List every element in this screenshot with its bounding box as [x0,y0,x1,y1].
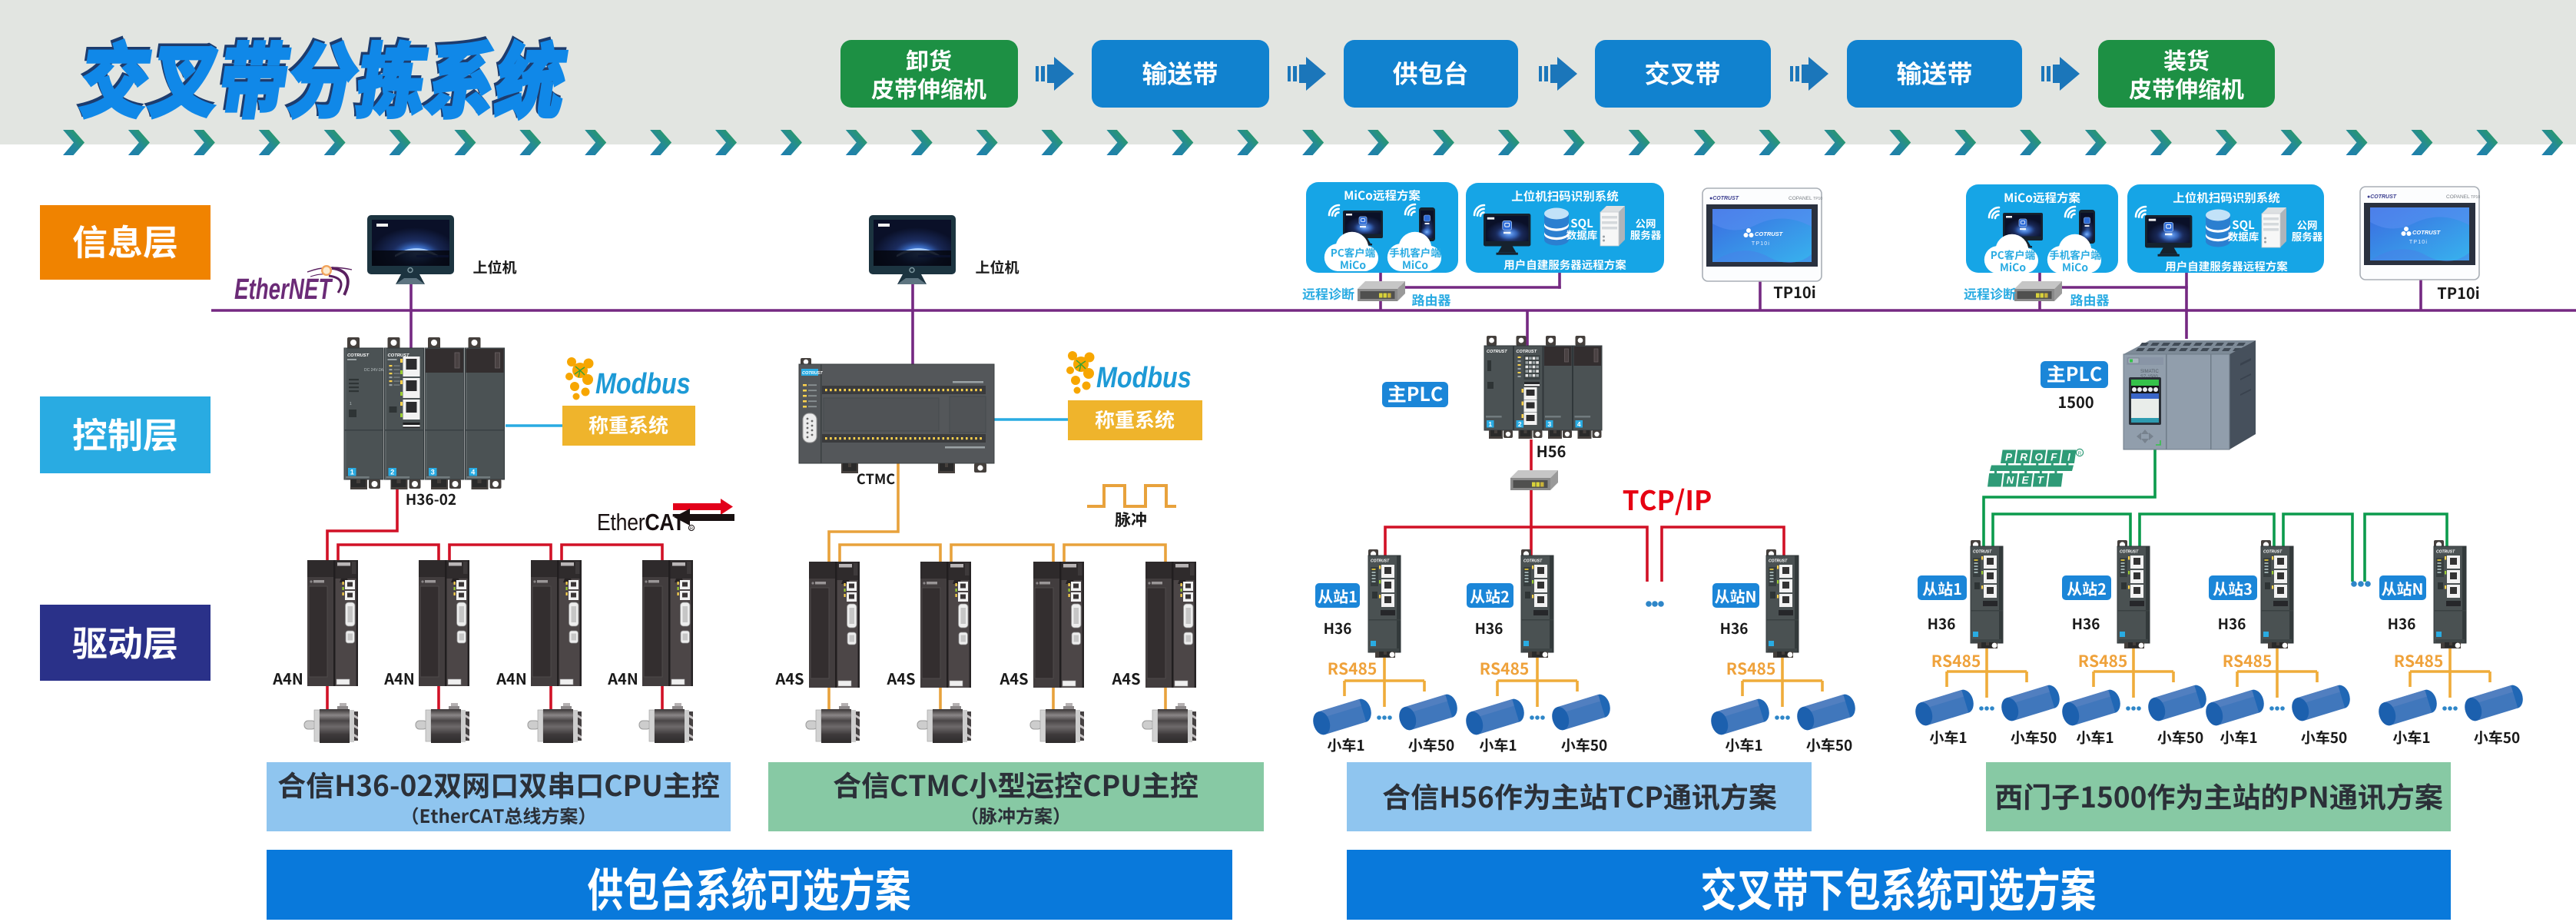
svg-text:4: 4 [1577,420,1581,428]
svg-text:1: 1 [350,469,354,476]
svg-text:N: N [2007,475,2014,486]
svg-text:1: 1 [350,402,352,406]
svg-text:O: O [2034,452,2043,463]
svg-text:I: I [2067,452,2070,463]
svg-text:2: 2 [1518,420,1522,428]
svg-text:F: F [2051,452,2057,463]
svg-text:2: 2 [390,469,394,476]
svg-text:1: 1 [1488,420,1492,428]
svg-text:COTRUST: COTRUST [1517,350,1537,354]
svg-text:T: T [2037,475,2044,486]
svg-text:Modbus: Modbus [1096,362,1192,394]
svg-text:R: R [2078,451,2082,456]
svg-text:COTRUST: COTRUST [347,353,369,358]
svg-text:Modbus: Modbus [595,368,691,400]
svg-text:3: 3 [1547,420,1551,428]
svg-text:P: P [2005,452,2013,463]
svg-text:COTRUST: COTRUST [1487,350,1507,354]
svg-text:R: R [690,527,693,532]
svg-text:4: 4 [471,469,475,476]
svg-text:SIMATIC: SIMATIC [2140,370,2160,374]
svg-text:EtherCAT: EtherCAT [597,509,685,536]
svg-text:COTRUST: COTRUST [802,371,823,376]
svg-text:DC 24V-2A: DC 24V-2A [364,368,384,373]
svg-text:EtherNET: EtherNET [234,274,333,306]
svg-text:3: 3 [431,469,435,476]
svg-text:COTRUST: COTRUST [388,353,409,358]
svg-text:E: E [2021,475,2029,486]
svg-text:R: R [2020,452,2027,463]
